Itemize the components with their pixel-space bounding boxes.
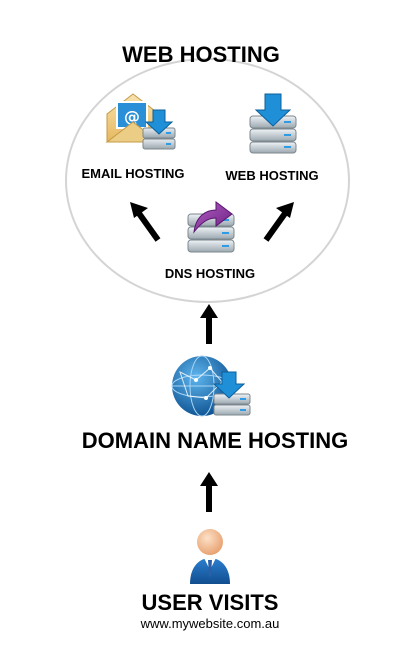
dns-hosting-label: DNS HOSTING	[164, 266, 256, 281]
web-hosting-title: WEB HOSTING	[122, 42, 280, 67]
arrow-up-left-icon	[128, 200, 164, 244]
web-hosting-circle	[65, 58, 350, 303]
arrow-up-icon	[200, 472, 218, 512]
website-url[interactable]: www.mywebsite.com.au	[140, 616, 280, 631]
email-server-icon: @	[105, 92, 177, 154]
web-server-icon	[246, 93, 300, 154]
user-visits-label: USER VISITS	[141, 590, 279, 615]
svg-text:@: @	[124, 107, 140, 126]
dns-server-icon	[184, 196, 240, 258]
arrow-up-right-icon	[260, 200, 296, 244]
user-icon	[186, 526, 234, 584]
domain-name-hosting-label: DOMAIN NAME HOSTING	[81, 428, 349, 453]
arrow-up-icon	[200, 304, 218, 344]
email-hosting-label: EMAIL HOSTING	[81, 166, 185, 181]
web-hosting-label: WEB HOSTING	[225, 168, 319, 183]
globe-server-icon	[166, 352, 254, 422]
